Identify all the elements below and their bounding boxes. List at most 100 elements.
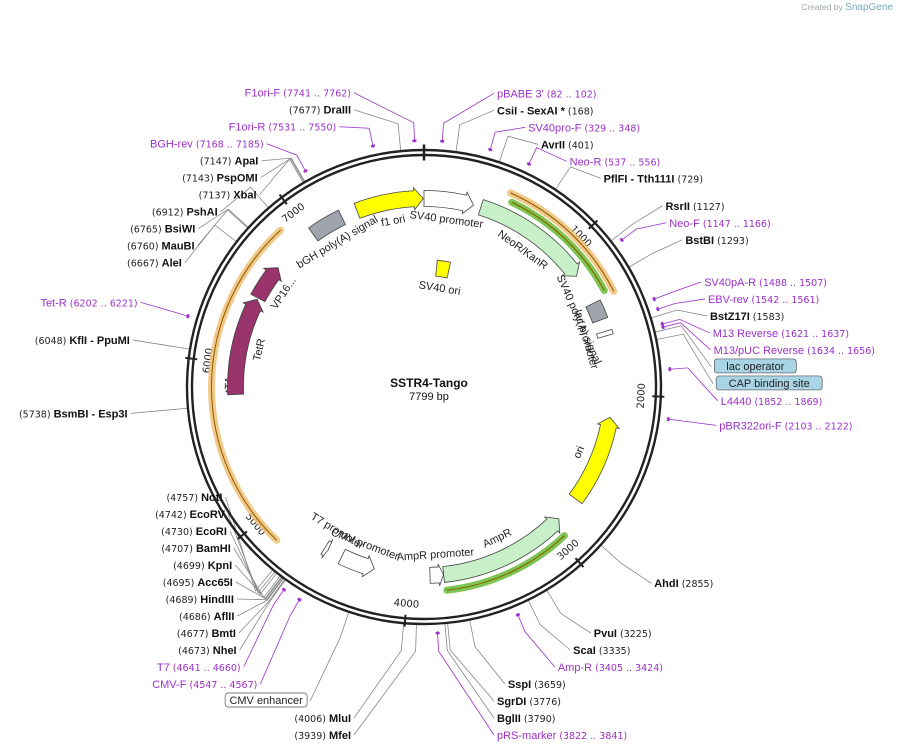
enzyme-label-pflfi[interactable]: PflFI - Tth111I (729) [604, 173, 704, 185]
primer-label-prs-marker[interactable]: pRS-marker (3822 .. 3841) [497, 730, 627, 742]
site-coordinate: (6048) [35, 336, 70, 347]
primer-label-pbabe-3[interactable]: pBABE 3' (82 .. 102) [497, 88, 597, 100]
primer-label-tet-r[interactable]: Tet-R (6202 .. 6221) [40, 297, 137, 309]
enzyme-name: MfeI [329, 730, 351, 742]
enzyme-label-alei[interactable]: (6667) AleI [127, 258, 182, 270]
site-label-text: PflFI - Tth111I (729) [604, 173, 704, 185]
enzyme-label-noti[interactable]: (4757) NotI [166, 492, 222, 504]
enzyme-label-bsmbi[interactable]: (5738) BsmBI - Esp3I [19, 408, 128, 420]
feature-sv40-promoter[interactable] [423, 190, 475, 215]
enzyme-label-bamhi[interactable]: (4707) BamHI [161, 543, 230, 555]
primer-label-ebv-rev[interactable]: EBV-rev (1542 .. 1561) [708, 294, 819, 306]
enzyme-label-pshai[interactable]: (6912) PshAI [152, 207, 218, 219]
primer-label-bgh-rev[interactable]: BGH-rev (7168 .. 7185) [150, 139, 264, 151]
enzyme-label-draiii[interactable]: (7677) DraIII [289, 105, 351, 117]
enzyme-name: CsiI [497, 105, 517, 117]
enzyme-label-avrii[interactable]: AvrII (401) [541, 139, 594, 151]
primer-label-sv40pro-f[interactable]: SV40pro-F (329 .. 348) [528, 122, 640, 134]
prim-leader-line [243, 587, 286, 668]
orf-arc-core-1 [510, 192, 615, 292]
site-coordinate: (7531 .. 7550) [268, 123, 336, 134]
primer-label-neo-r[interactable]: Neo-R (537 .. 556) [570, 156, 661, 168]
enzyme-label-kpni[interactable]: (4699) KpnI [173, 560, 232, 572]
primer-label-neo-f[interactable]: Neo-F (1147 .. 1166) [669, 218, 770, 230]
feature-sv40-ori[interactable] [435, 259, 451, 279]
enzyme-label-rsrii[interactable]: RsrII (1127) [665, 201, 724, 213]
feature-ori[interactable] [568, 416, 621, 505]
primer-label-cmv-f[interactable]: CMV-F (4547 .. 4567) [152, 679, 257, 691]
enzyme-label-aflii[interactable]: (4686) AflII [179, 611, 234, 623]
enzyme-label-pspomi[interactable]: (7143) PspOMI [182, 173, 258, 185]
enzyme-label-apai[interactable]: (7147) ApaI [200, 156, 258, 168]
feature-label-sv40-promoter: SV40 promoter [409, 209, 484, 231]
site-label-text: (4677) BmtI [177, 628, 236, 640]
primer-label-m13-puc-reverse[interactable]: M13/pUC Reverse (1634 .. 1656) [714, 345, 875, 357]
enzyme-label-bstbi[interactable]: BstBI (1293) [685, 235, 748, 247]
primer-name: F1ori-F [245, 88, 284, 100]
primer-label-m13-reverse[interactable]: M13 Reverse (1621 .. 1637) [713, 328, 849, 340]
enzyme-label-bglii[interactable]: BglII (3790) [497, 713, 555, 725]
enzyme-label-sgrdi[interactable]: SgrDI (3776) [497, 696, 561, 708]
feature-lac-promoter[interactable] [596, 328, 614, 339]
enzyme-label-ecori[interactable]: (4730) EcoRI [161, 526, 227, 538]
feature-f1-ori[interactable] [353, 186, 424, 219]
enz-leader-line [527, 600, 571, 651]
primer-label-t7[interactable]: T7 (4641 .. 4660) [157, 662, 241, 674]
enzyme-name: RsrII [665, 201, 689, 213]
primer-label-sv40pa-r[interactable]: SV40pA-R (1488 .. 1507) [704, 277, 827, 289]
enzyme-label-bstz17i[interactable]: BstZ17I (1583) [710, 311, 784, 323]
boxed-label-cap-binding-site[interactable]: CAP binding site [715, 375, 823, 391]
enz-leader-line [546, 590, 591, 634]
site-label-text: ScaI (3335) [573, 645, 630, 657]
enzyme-label-scai[interactable]: ScaI (3335) [573, 645, 630, 657]
enz-leader-line [184, 224, 237, 263]
enzyme-label-bmti[interactable]: (4677) BmtI [177, 628, 236, 640]
feature-cmv-promoter[interactable] [337, 548, 375, 578]
primer-label-pbr322ori-f[interactable]: pBR322ori-F (2103 .. 2122) [719, 420, 852, 432]
feature-ampr-promoter[interactable] [429, 563, 444, 587]
enzyme-label-mlui[interactable]: (4006) MluI [294, 713, 351, 725]
boxed-label-cmv-enhancer[interactable]: CMV enhancer [224, 692, 308, 708]
enzyme-label-acc65i[interactable]: (4695) Acc65I [163, 577, 233, 589]
enzyme-name: - Esp3I [88, 408, 127, 420]
site-coordinate: (1852 .. 1869) [754, 397, 822, 408]
site-label-text: (7147) ApaI [200, 156, 258, 168]
site-coordinate: (4686) [179, 612, 214, 623]
site-label-text: BstZ17I (1583) [710, 311, 784, 323]
site-coordinate: (3776) [526, 697, 561, 708]
primer-label-amp-r[interactable]: Amp-R (3405 .. 3424) [558, 662, 663, 674]
feature-bgh-poly-a-signal[interactable] [308, 209, 346, 242]
primer-label-f1ori-r[interactable]: F1ori-R (7531 .. 7550) [229, 122, 337, 134]
enzyme-label-sspi[interactable]: SspI (3659) [508, 679, 566, 691]
primer-label-f1ori-f[interactable]: F1ori-F (7741 .. 7762) [245, 88, 351, 100]
primer-label-l4440[interactable]: L4440 (1852 .. 1869) [721, 396, 823, 408]
enzyme-label-maubi[interactable]: (6760) MauBI [127, 241, 195, 253]
site-label-text: M13 Reverse (1621 .. 1637) [713, 328, 849, 340]
enzyme-label-xbai[interactable]: (7137) XbaI [199, 190, 257, 202]
enzyme-label-csii[interactable]: CsiI - SexAI * (168) [497, 105, 593, 117]
tick-mark-1000 [588, 219, 599, 230]
enzyme-label-ecorv[interactable]: (4742) EcoRV [155, 509, 226, 521]
feature-vp16[interactable] [250, 267, 282, 303]
enzyme-label-pvui[interactable]: PvuI (3225) [594, 628, 652, 640]
enzyme-label-hindiii[interactable]: (4689) HindIII [166, 594, 234, 606]
enzyme-label-bsiwi[interactable]: (6765) BsiWI [130, 224, 195, 236]
enzyme-label-nhei[interactable]: (4673) NheI [178, 645, 236, 657]
enzyme-label-ahdi[interactable]: AhdI (2855) [654, 578, 713, 590]
feature-ampr[interactable] [442, 516, 561, 583]
feature-sv40-poly-a-signal[interactable] [585, 299, 609, 324]
enz-leader-line [600, 544, 652, 584]
feature-t7-promoter[interactable] [320, 539, 334, 559]
enzyme-label-kfli[interactable]: (6048) KflI - PpuMI [35, 335, 130, 347]
enz-leader-line [455, 109, 495, 152]
site-coordinate: (1583) [750, 312, 785, 323]
boxed-label-frame [715, 375, 823, 391]
feature-tetr[interactable] [227, 298, 264, 396]
enzyme-name: BamHI [196, 543, 231, 555]
primer-name: EBV-rev [708, 294, 751, 306]
enzyme-label-mfei[interactable]: (3939) MfeI [294, 730, 351, 742]
feature-neor-kanr[interactable] [477, 199, 581, 277]
label-leader-lines [130, 92, 719, 736]
boxed-label-lac-operator[interactable]: lac operator [713, 358, 797, 374]
